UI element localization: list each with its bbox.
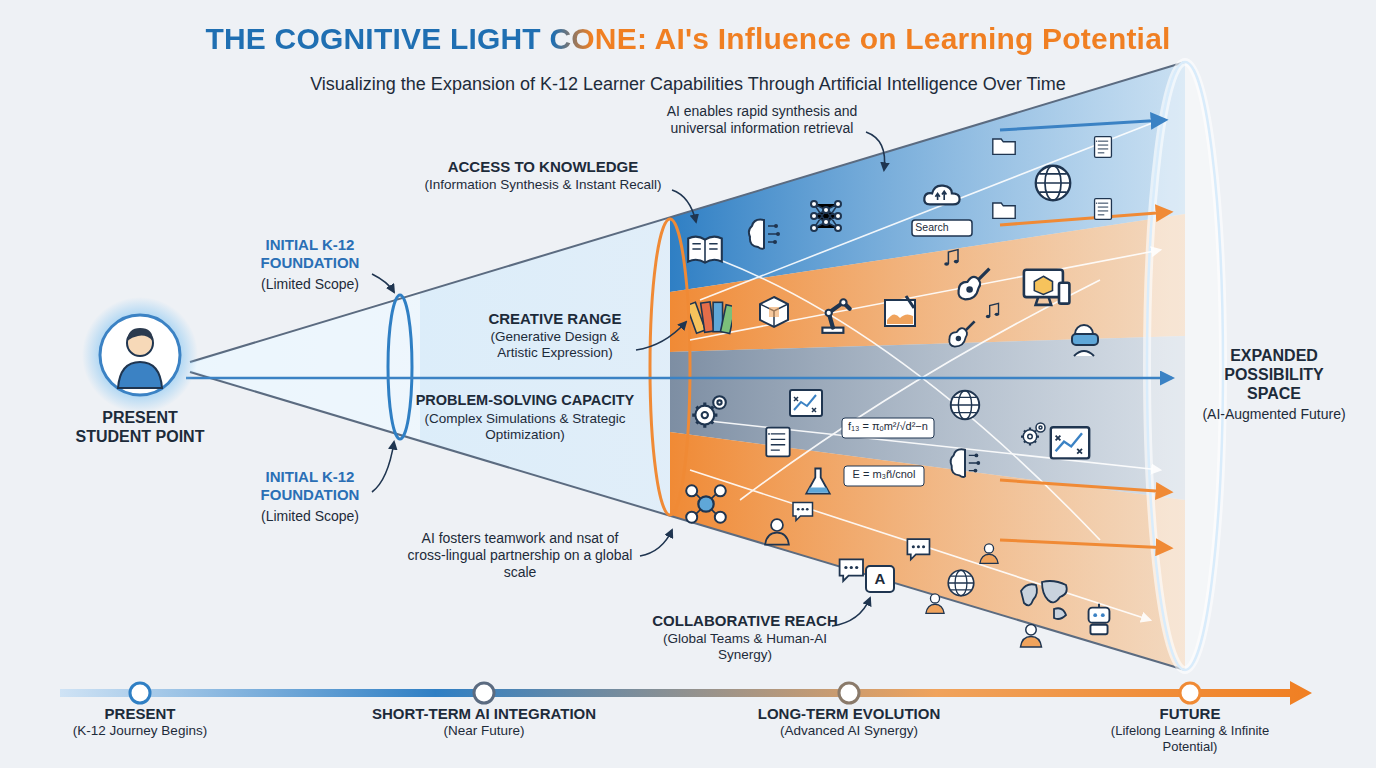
node-heading: PRESENT STUDENT POINT (65, 408, 215, 446)
title-text: THE COGNITIVE LIGHT CONE: AI's Influence… (205, 22, 1170, 55)
label: PROBLEM-SOLVING CAPACITY (405, 392, 645, 409)
timeline-node: LONG-TERM EVOLUTION(Advanced AI Synergy) (729, 683, 969, 739)
node-subtitle: (Lifelong Learning & Infinite Potential) (1108, 723, 1273, 754)
light-cone (190, 62, 1185, 670)
creative-band (670, 214, 1185, 352)
leader-lines (372, 132, 885, 626)
label: A (869, 570, 891, 588)
timeline-node: PRESENT(K-12 Journey Begins) (55, 683, 225, 739)
near-ring (650, 219, 690, 515)
timeline-node: SHORT-TERM AI INTEGRATION(Near Future) (334, 683, 634, 739)
label: (Generative Design & Artistic Expression… (480, 329, 630, 361)
timeline-markers (130, 683, 1200, 703)
title: THE COGNITIVE LIGHT CONE: AI's Influence… (0, 22, 1376, 56)
future-ring-glow (1147, 62, 1223, 670)
foundation-ring (388, 295, 412, 439)
label: E = m₃ñ/cnol (845, 468, 923, 481)
orange-arrow (1000, 212, 1170, 225)
timeline-bar (60, 681, 1312, 705)
label: (Limited Scope) (240, 508, 380, 525)
cone-glow (190, 290, 420, 442)
student-hair (127, 328, 153, 341)
student-node: PRESENT STUDENT POINT (65, 300, 215, 446)
node-heading: PRESENT (55, 705, 225, 723)
node-subtitle: (Near Future) (334, 723, 634, 739)
node-heading: FUTURE (1108, 705, 1273, 723)
label: CREATIVE RANGE (480, 310, 630, 328)
student-glow (82, 297, 198, 413)
label: (Global Teams & Human-AI Synergy) (645, 631, 845, 663)
timeline-node: FUTURE(Lifelong Learning & Infinite Pote… (1108, 683, 1273, 754)
label: EXPANDED POSSIBILITY SPACE (1224, 346, 1324, 404)
axis-arrow (186, 377, 1172, 380)
node-subtitle: (K-12 Journey Begins) (55, 723, 225, 739)
label: AI fosters teamwork and nsat of cross-li… (405, 530, 635, 580)
student-circle (100, 315, 180, 395)
label: INITIAL K-12 FOUNDATION (250, 236, 370, 272)
future-ring (1147, 62, 1223, 670)
label: (AI-Augmented Future) (1199, 406, 1349, 423)
label: (Information Synthesis & Instant Recall) (393, 177, 693, 193)
icons (686, 137, 1111, 647)
node-heading: LONG-TERM EVOLUTION (729, 705, 969, 723)
orange-arrow (1000, 540, 1170, 548)
label: f₁₃ = πₒm²/√d²−n (843, 420, 933, 433)
node-heading: SHORT-TERM AI INTEGRATION (334, 705, 634, 723)
label: Search (904, 221, 960, 234)
student-body (118, 362, 162, 388)
label: INITIAL K-12 FOUNDATION (250, 468, 370, 504)
label: AI enables rapid synthesis and universal… (652, 103, 872, 137)
label: (Complex Simulations & Strategic Optimiz… (415, 411, 635, 443)
label: ACCESS TO KNOWLEDGE (413, 158, 673, 176)
node-subtitle: (Advanced AI Synergy) (729, 723, 969, 739)
orange-arrow (1000, 480, 1170, 492)
blue-arrow (1000, 120, 1165, 130)
caption: Visualizing the Expansion of K-12 Learne… (0, 74, 1376, 95)
label: (Limited Scope) (240, 276, 380, 293)
label: COLLABORATIVE REACH (645, 612, 845, 630)
